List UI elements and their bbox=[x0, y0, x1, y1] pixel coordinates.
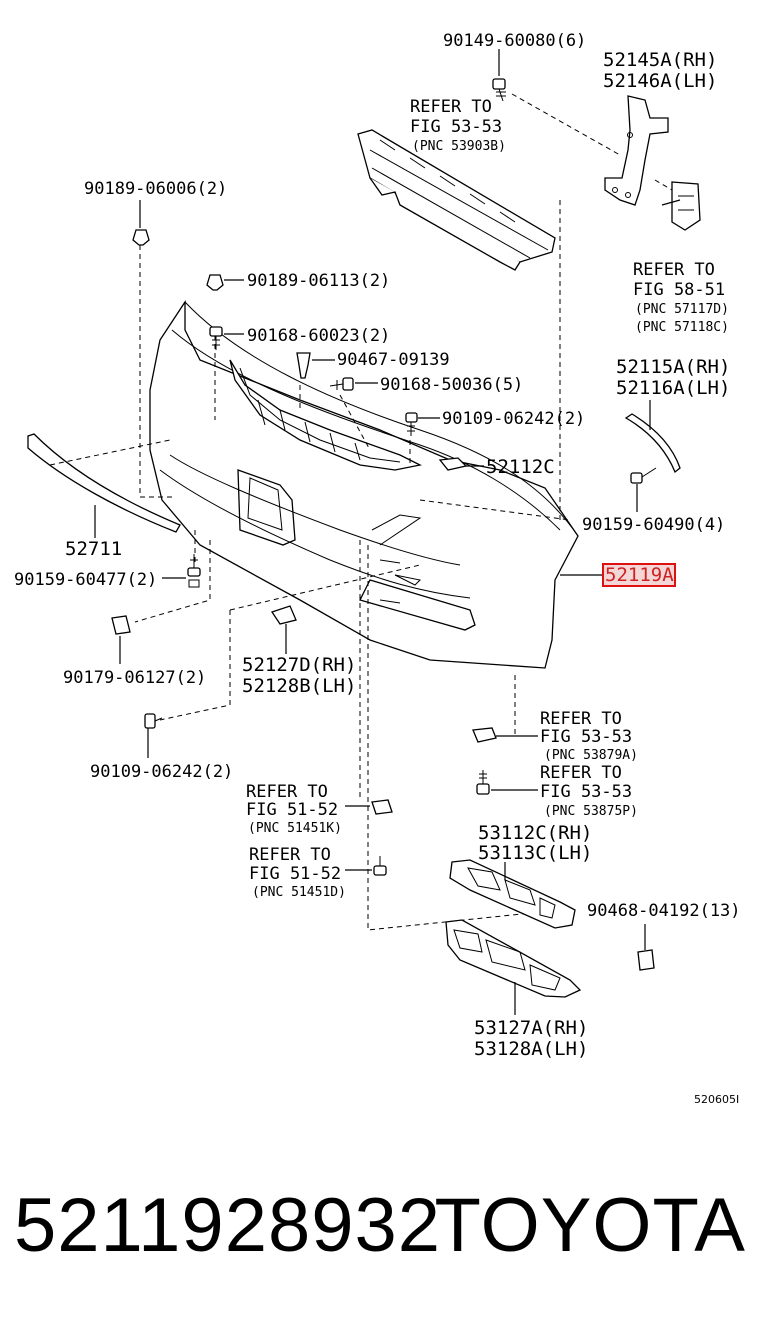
ref-reinf-line2: FIG 53-53 bbox=[410, 117, 502, 137]
diagram-code: 520605I bbox=[694, 1093, 739, 1106]
clip-icon bbox=[472, 727, 497, 743]
screw-icon bbox=[209, 326, 223, 350]
plate-icon bbox=[270, 605, 297, 625]
spoiler-strip-52711[interactable] bbox=[27, 433, 181, 533]
label-pad[interactable]: 52112C bbox=[486, 456, 555, 478]
bumper-label-highlight bbox=[602, 563, 676, 587]
label-clip-left-top[interactable]: 90189-06006(2) bbox=[84, 179, 227, 199]
label-strip[interactable]: 52711 bbox=[65, 538, 122, 560]
parts-diagram: 90149-60080(6) 52145A(RH) 52146A(LH) REF… bbox=[14, 31, 741, 1106]
ref-d-line3: (PNC 51451D) bbox=[252, 885, 346, 900]
part-number: 5211928932 bbox=[14, 1183, 442, 1268]
screw-icon bbox=[373, 856, 387, 876]
ref-a-line2: FIG 53-53 bbox=[540, 727, 632, 747]
bolt-icon bbox=[405, 412, 418, 436]
screw-icon bbox=[476, 770, 490, 795]
side-bracket[interactable] bbox=[604, 95, 669, 206]
ref-a-line3: (PNC 53879A) bbox=[544, 748, 638, 763]
screw-icon bbox=[630, 467, 657, 484]
label-screw-3[interactable]: 90159-60490(4) bbox=[582, 515, 725, 535]
clip-icon bbox=[637, 949, 655, 971]
label-lower-grille-rh[interactable]: 53127A(RH) bbox=[474, 1017, 588, 1039]
label-clip-2[interactable]: 90189-06113(2) bbox=[247, 271, 390, 291]
label-bumper-52119A[interactable]: 52119A bbox=[605, 564, 674, 586]
label-bracket-lh[interactable]: 52146A(LH) bbox=[603, 70, 717, 92]
label-screw-4[interactable]: 90159-60477(2) bbox=[14, 570, 157, 590]
ref-d-line1: REFER TO bbox=[249, 845, 331, 865]
screw-icon bbox=[329, 377, 354, 391]
label-nut[interactable]: 90179-06127(2) bbox=[63, 668, 206, 688]
label-screw-1[interactable]: 90168-60023(2) bbox=[247, 326, 390, 346]
ref-b-line1: REFER TO bbox=[540, 763, 622, 783]
label-clip-bottom[interactable]: 90468-04192(13) bbox=[587, 901, 741, 921]
label-molding-lh[interactable]: 52116A(LH) bbox=[616, 377, 730, 399]
ref-reinf-line1: REFER TO bbox=[410, 97, 492, 117]
screw-icon bbox=[187, 554, 201, 588]
ref-reinf-line3: (PNC 53903B) bbox=[412, 139, 506, 154]
ref-c-line2: FIG 51-52 bbox=[246, 800, 338, 820]
label-molding-rh[interactable]: 52115A(RH) bbox=[616, 356, 730, 378]
brand-name: TOYOTA bbox=[434, 1183, 746, 1268]
ref-bracket-line3: (PNC 57117D) bbox=[635, 302, 729, 317]
ref-a-line1: REFER TO bbox=[540, 709, 622, 729]
lower-grille-53127A[interactable] bbox=[445, 919, 582, 998]
clip-icon bbox=[206, 274, 224, 291]
bolt-icon bbox=[492, 78, 506, 102]
side-bracket-clip[interactable] bbox=[671, 181, 701, 231]
grille-53112C[interactable] bbox=[449, 859, 576, 929]
label-plate-rh[interactable]: 52127D(RH) bbox=[242, 654, 356, 676]
ref-b-line2: FIG 53-53 bbox=[540, 782, 632, 802]
label-clip-3[interactable]: 90467-09139 bbox=[337, 350, 450, 370]
label-lower-grille-lh[interactable]: 53128A(LH) bbox=[474, 1038, 588, 1060]
ref-b-line3: (PNC 53875P) bbox=[544, 804, 638, 819]
label-bolt-1[interactable]: 90109-06242(2) bbox=[442, 409, 585, 429]
clip-icon bbox=[296, 352, 311, 379]
bumper-reinforcement[interactable] bbox=[357, 129, 556, 271]
nut-icon bbox=[111, 615, 131, 635]
label-plate-lh[interactable]: 52128B(LH) bbox=[242, 675, 356, 697]
ref-c-line1: REFER TO bbox=[246, 782, 328, 802]
ref-bracket-line1: REFER TO bbox=[633, 260, 715, 280]
label-grille-lh[interactable]: 53113C(LH) bbox=[478, 842, 592, 864]
label-bolt-top[interactable]: 90149-60080(6) bbox=[443, 31, 586, 51]
ref-bracket-line4: (PNC 57118C) bbox=[635, 320, 729, 335]
clip-icon bbox=[371, 799, 393, 815]
ref-c-line3: (PNC 51451K) bbox=[248, 821, 342, 836]
bumper-cover-52119A[interactable] bbox=[149, 299, 579, 669]
label-bracket-rh[interactable]: 52145A(RH) bbox=[603, 49, 717, 71]
clip-icon bbox=[132, 229, 150, 246]
label-bolt-2[interactable]: 90109-06242(2) bbox=[90, 762, 233, 782]
bolt-icon bbox=[144, 713, 163, 729]
ref-d-line2: FIG 51-52 bbox=[249, 864, 341, 884]
label-screw-2[interactable]: 90168-50036(5) bbox=[380, 375, 523, 395]
molding-52115A[interactable] bbox=[624, 413, 681, 474]
ref-bracket-line2: FIG 58-51 bbox=[633, 280, 725, 300]
footer: 5211928932 TOYOTA bbox=[0, 1180, 760, 1290]
label-grille-rh[interactable]: 53112C(RH) bbox=[478, 822, 592, 844]
